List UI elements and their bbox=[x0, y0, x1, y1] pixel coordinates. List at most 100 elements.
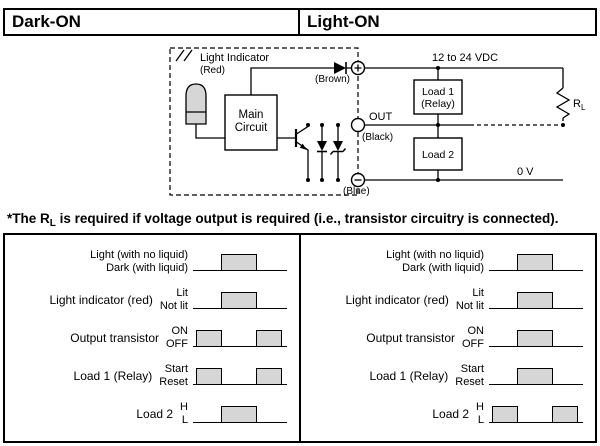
row-label: Light indicator (red) bbox=[345, 292, 449, 307]
wave-high-segment bbox=[491, 405, 519, 423]
wave-high-segment bbox=[195, 367, 223, 385]
wave-high-segment bbox=[195, 329, 223, 347]
low-level-label: Reset bbox=[159, 376, 188, 388]
light-indicator-label: Light Indicator bbox=[200, 52, 269, 64]
out-terminal-icon bbox=[350, 117, 366, 133]
low-level-label: L bbox=[181, 414, 188, 426]
footnote: *The RL is required if voltage output is… bbox=[7, 211, 558, 229]
minus-terminal-icon bbox=[350, 172, 366, 188]
wave-low-segment bbox=[489, 254, 518, 271]
row-label: Load 1 (Relay) bbox=[73, 368, 153, 383]
low-level-label: Dark (with liquid) bbox=[106, 262, 188, 274]
wave-high-segment bbox=[517, 291, 553, 309]
wave-low-segment bbox=[222, 368, 256, 385]
black-wire-label: (Black) bbox=[362, 132, 393, 143]
high-level-label: H bbox=[180, 401, 188, 413]
series-diode-icon bbox=[334, 62, 346, 74]
low-level-label: Not lit bbox=[455, 300, 484, 312]
main-circuit-label-1: Main bbox=[239, 109, 264, 121]
main-circuit-label-2: Circuit bbox=[235, 122, 268, 134]
row-label: Load 2 bbox=[136, 406, 174, 421]
out-label: OUT bbox=[369, 111, 393, 123]
wave-low-segment bbox=[552, 330, 583, 347]
timing-row: Light (with no liquid)Dark (with liquid) bbox=[9, 249, 287, 275]
wave-high-segment bbox=[221, 405, 257, 423]
waveform bbox=[489, 253, 583, 271]
rl-label: RL bbox=[573, 98, 586, 112]
low-level-label: L bbox=[477, 414, 484, 426]
wave-low-segment bbox=[193, 292, 222, 309]
high-level-label: Light (with no liquid) bbox=[90, 249, 188, 261]
wave-high-segment bbox=[517, 367, 553, 385]
low-level-label: Dark (with liquid) bbox=[402, 262, 484, 274]
high-level-label: Start bbox=[164, 363, 188, 375]
zero-volt-label: 0 V bbox=[517, 166, 534, 178]
header-light-on: Light-ON bbox=[307, 12, 380, 31]
supply-voltage-label: 12 to 24 VDC bbox=[432, 52, 498, 64]
mode-header: Dark-ON Light-ON bbox=[3, 8, 597, 36]
led-lamp-icon bbox=[185, 83, 207, 125]
wave-high-segment bbox=[221, 291, 257, 309]
main-circuit-box bbox=[224, 94, 278, 151]
rl-label-sub: L bbox=[581, 103, 586, 112]
load1-label-1: Load 1 bbox=[422, 86, 454, 98]
footnote-prefix: *The R bbox=[7, 211, 50, 226]
row-label: Light indicator (red) bbox=[49, 292, 153, 307]
waveform bbox=[489, 367, 583, 385]
rl-label-main: R bbox=[573, 98, 581, 110]
waveform bbox=[193, 291, 287, 309]
level-labels: Light (with no liquid)Dark (with liquid) bbox=[386, 249, 489, 275]
high-level-label: Start bbox=[460, 363, 484, 375]
wave-low-segment bbox=[256, 406, 287, 423]
load2-box bbox=[413, 137, 463, 171]
wave-high-segment bbox=[517, 329, 553, 347]
wave-low-segment bbox=[193, 330, 196, 347]
brown-wire-label: (Brown) bbox=[315, 74, 350, 85]
light-ray-icon bbox=[175, 49, 193, 62]
wave-low-segment bbox=[282, 368, 287, 385]
wave-low-segment bbox=[552, 368, 583, 385]
wiring-diagram: Light Indicator (Red) Main Circuit 12 to… bbox=[169, 47, 586, 197]
header-dark-on: Dark-ON bbox=[5, 10, 300, 34]
waveform bbox=[193, 253, 287, 271]
circuit-wires bbox=[175, 49, 571, 181]
footnote-suffix: is required if voltage output is require… bbox=[55, 211, 559, 226]
wave-high-segment bbox=[255, 367, 283, 385]
wave-high-segment bbox=[255, 329, 283, 347]
high-level-label: Lit bbox=[176, 287, 188, 299]
low-level-label: Not lit bbox=[159, 300, 188, 312]
load1-box bbox=[413, 79, 463, 115]
wave-low-segment bbox=[552, 254, 583, 271]
wave-low-segment bbox=[193, 368, 196, 385]
wave-low-segment bbox=[489, 292, 518, 309]
waveform bbox=[489, 405, 583, 423]
footnote-subscript: L bbox=[49, 218, 56, 229]
waveform bbox=[193, 367, 287, 385]
level-labels: Light (with no liquid)Dark (with liquid) bbox=[90, 249, 193, 275]
high-level-label: ON bbox=[467, 325, 485, 337]
waveform bbox=[193, 405, 287, 423]
high-level-label: ON bbox=[171, 325, 189, 337]
emitter-arrow-icon bbox=[299, 143, 307, 150]
high-level-label: Light (with no liquid) bbox=[386, 249, 484, 261]
timing-charts: Light (with no liquid)Dark (with liquid)… bbox=[3, 233, 597, 443]
timing-chart-light-on: Light (with no liquid)Dark (with liquid)… bbox=[299, 235, 595, 441]
high-level-label: Lit bbox=[472, 287, 484, 299]
wave-low-segment bbox=[489, 368, 518, 385]
